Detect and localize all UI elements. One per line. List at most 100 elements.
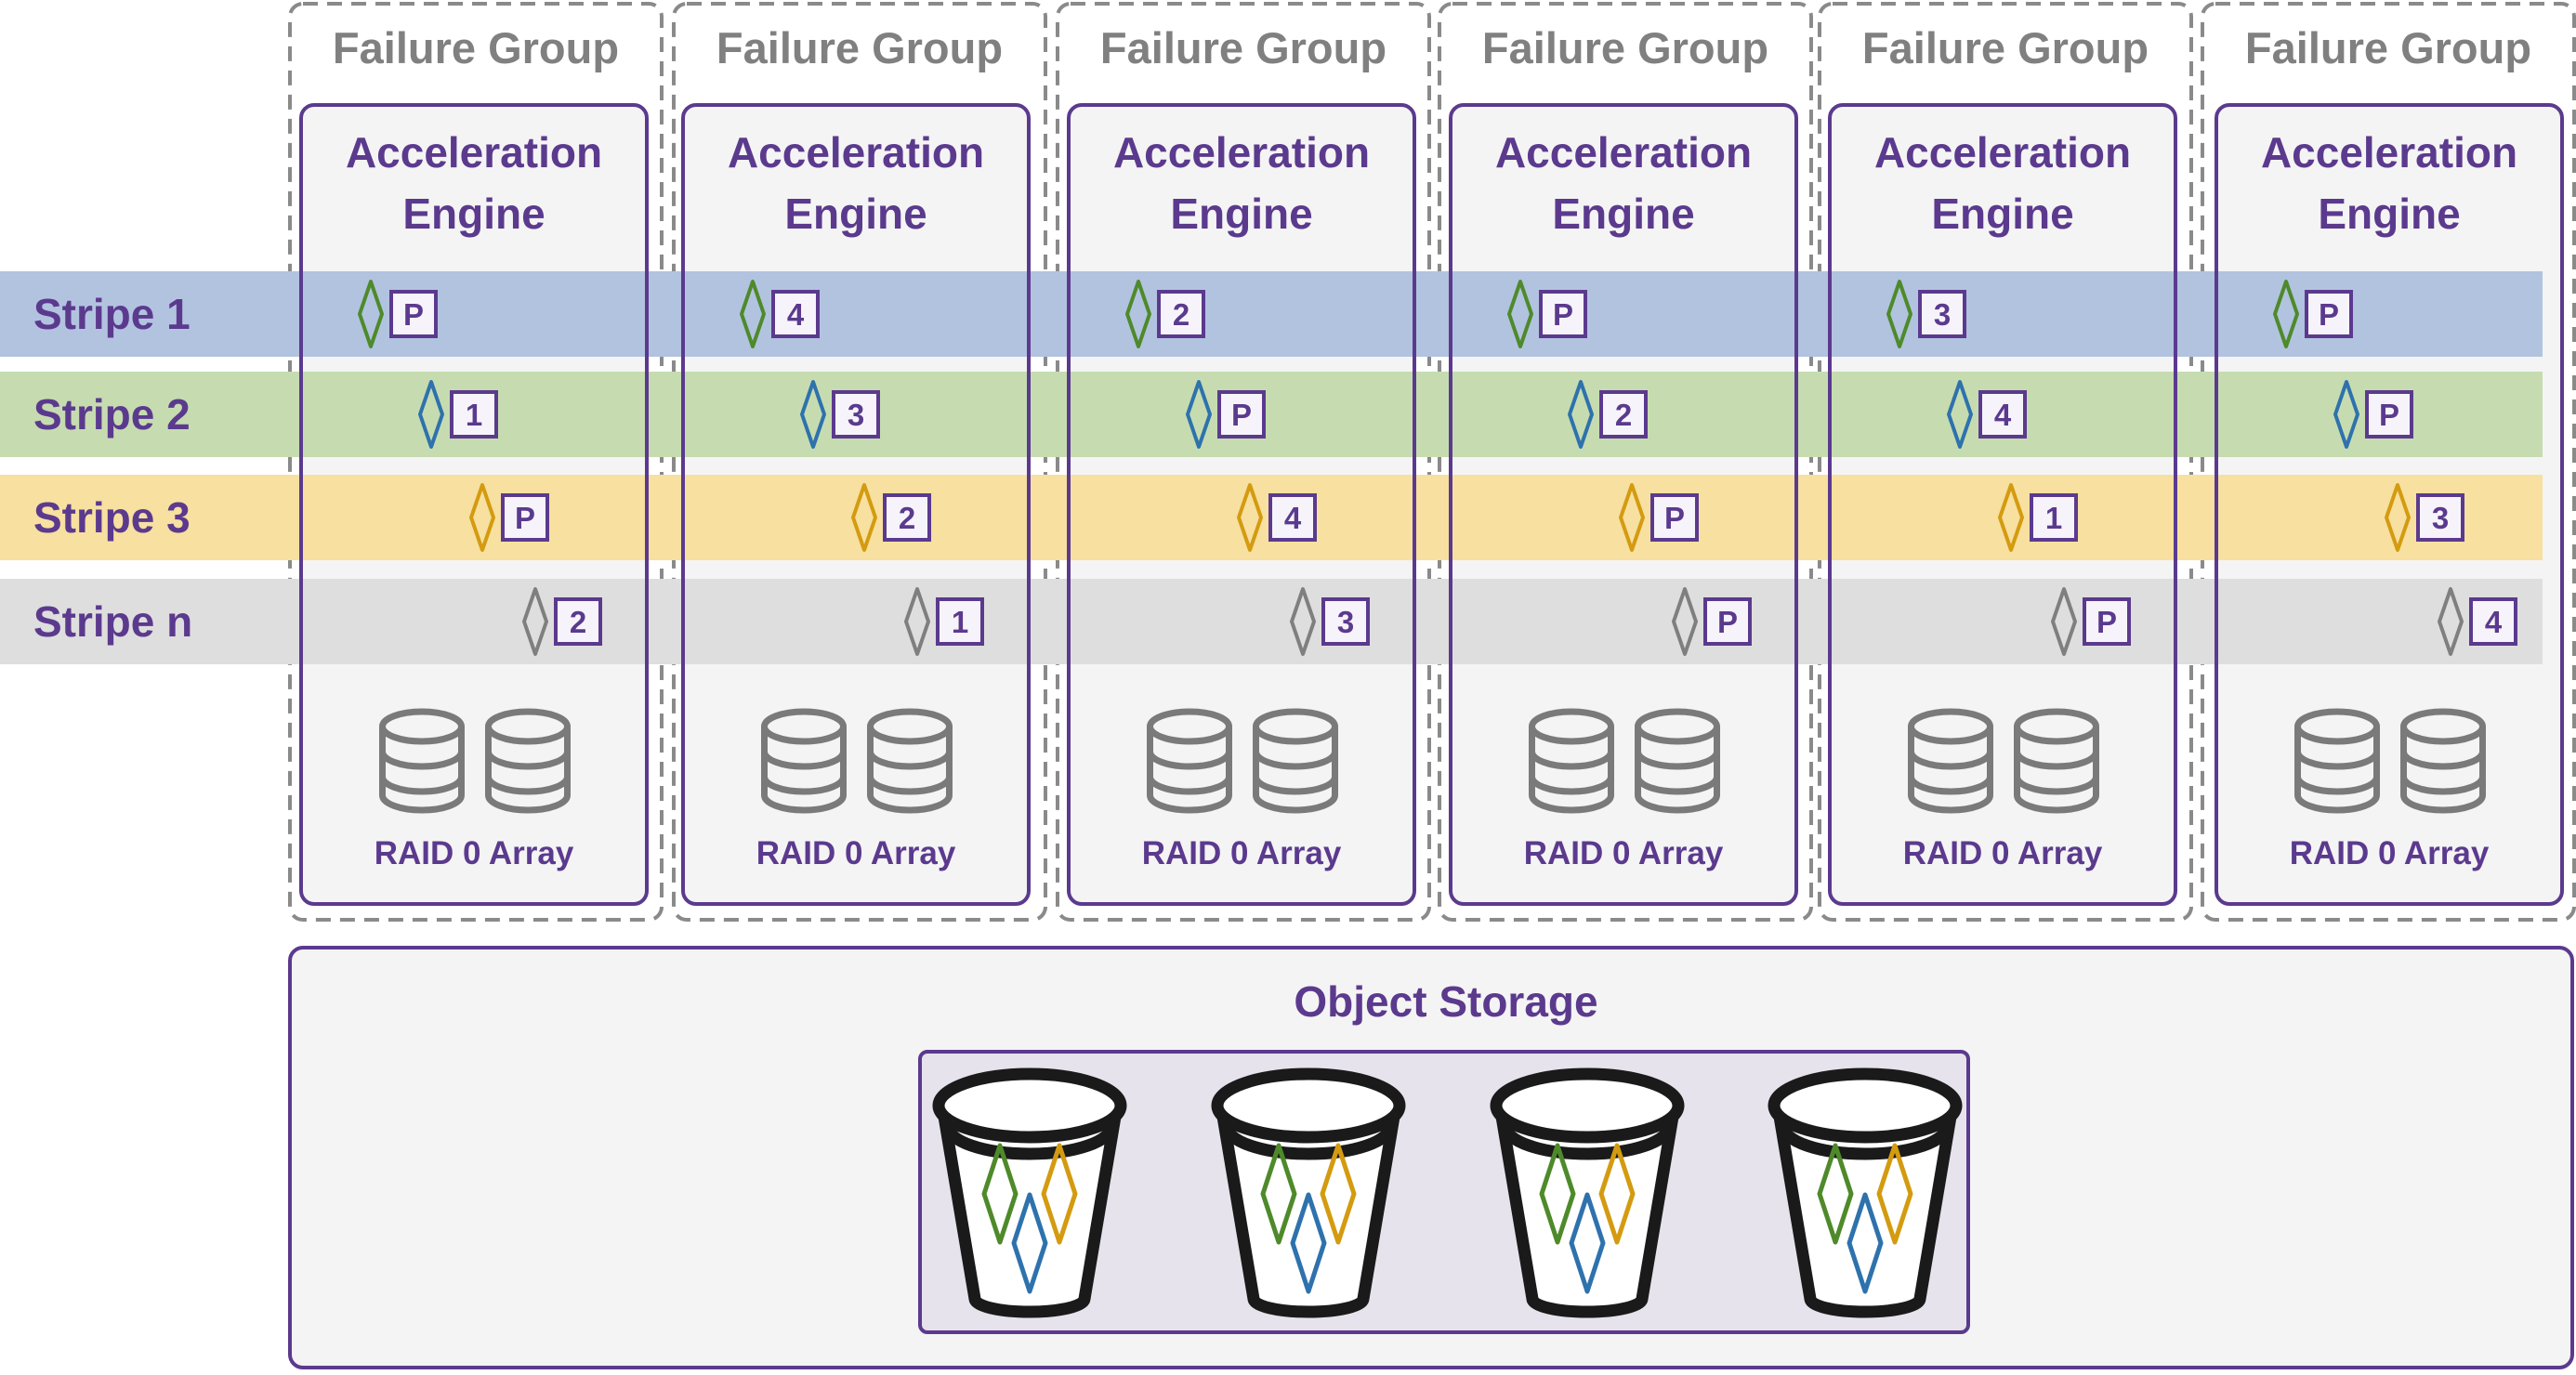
engine-label-line1: Acceleration — [1874, 128, 2131, 177]
disk-icon — [761, 708, 847, 814]
stripe-label: Stripe 2 — [33, 390, 191, 439]
bucket-icon — [1768, 1067, 1963, 1318]
stripe-chunk: P — [469, 483, 549, 552]
stripe-label: Stripe 1 — [33, 290, 191, 338]
bucket-container — [918, 1050, 1970, 1334]
stripe-chunk-diamond-icon — [2385, 483, 2411, 552]
stripe-chunk-diamond-icon — [800, 380, 826, 449]
chunk-box — [1539, 290, 1587, 338]
engine-label-line2: Engine — [402, 190, 545, 238]
disk-icon — [1635, 708, 1720, 814]
chunk-box — [389, 290, 438, 338]
stripe-chunk: P — [1507, 280, 1587, 348]
engine-label-line2: Engine — [2318, 190, 2460, 238]
stripe-chunk-diamond-icon — [1290, 587, 1316, 656]
stripe-chunk-diamond-icon — [1507, 280, 1533, 348]
stripe-chunk: 1 — [904, 587, 984, 656]
stripe-chunk-diamond-icon — [1947, 380, 1973, 449]
chunk-box — [1217, 390, 1266, 439]
failure-group-label: Failure Group — [2245, 23, 2531, 72]
stripe-chunk: P — [2051, 587, 2131, 656]
chunk-box — [832, 390, 880, 439]
acceleration-engine-border — [1828, 103, 2177, 906]
stripe-chunk-diamond-icon — [2273, 280, 2299, 348]
chunk-box — [2305, 290, 2353, 338]
stripe-chunk-diamond-icon — [1237, 483, 1263, 552]
disk-icon — [1147, 708, 1232, 814]
stripe-chunk: 3 — [1290, 587, 1370, 656]
failure-group-border — [2201, 2, 2576, 922]
stripe-chunk-diamond-icon — [1260, 1143, 1297, 1245]
stripe-chunk-diamond-icon — [740, 280, 766, 348]
chunk-label: 3 — [848, 398, 864, 432]
chunk-label: P — [1664, 501, 1685, 535]
stripe-chunk-diamond-icon — [1847, 1192, 1884, 1294]
raid-label: RAID 0 Array — [756, 835, 956, 871]
chunk-box — [771, 290, 820, 338]
stripe-chunk-diamond-icon — [1290, 1192, 1327, 1294]
object-storage-label: Object Storage — [1294, 977, 1597, 1026]
stripe-chunk: 3 — [1886, 280, 1966, 348]
stripe-chunk-diamond-icon — [1011, 1192, 1048, 1294]
chunk-box — [2469, 597, 2517, 646]
bucket-icon — [932, 1067, 1127, 1318]
stripe-chunk: 4 — [2438, 587, 2517, 656]
chunk-box — [936, 597, 984, 646]
chunk-box — [1321, 597, 1370, 646]
disk-icon — [379, 708, 465, 814]
stripe-chunk-diamond-icon — [1886, 280, 1912, 348]
acceleration-engine-border — [1067, 103, 1416, 906]
chunk-label: P — [403, 297, 424, 332]
stripe-chunk-diamond-icon — [981, 1143, 1019, 1245]
stripe-chunk-diamond-icon — [522, 587, 548, 656]
chunk-box — [554, 597, 602, 646]
stripe-chunk: 3 — [800, 380, 880, 449]
stripe-chunk: 2 — [1568, 380, 1648, 449]
chunk-label: P — [1231, 398, 1252, 432]
disk-icon — [1529, 708, 1614, 814]
stripe-chunk-diamond-icon — [1041, 1143, 1078, 1245]
engine-label-line1: Acceleration — [728, 128, 984, 177]
chunk-label: 4 — [2485, 605, 2503, 639]
chunk-box — [1703, 597, 1752, 646]
raid-label: RAID 0 Array — [2290, 835, 2490, 871]
chunk-label: 2 — [1615, 398, 1632, 432]
failure-group-border — [1438, 2, 1813, 922]
stripe-band — [0, 372, 2543, 457]
engine-label-line1: Acceleration — [1495, 128, 1752, 177]
chunk-label: P — [2319, 297, 2339, 332]
chunk-label: P — [1717, 605, 1738, 639]
engine-label-line2: Engine — [1552, 190, 1694, 238]
stripes-layer — [0, 103, 2564, 906]
object-storage-layer: Object Storage — [288, 946, 2574, 1369]
raid-label: RAID 0 Array — [1142, 835, 1342, 871]
acceleration-engine-border — [681, 103, 1031, 906]
stripe-chunk-diamond-icon — [904, 587, 930, 656]
stripe-band — [0, 579, 2543, 664]
stripe-label: Stripe n — [33, 597, 192, 646]
stripe-chunk-diamond-icon — [418, 380, 444, 449]
chunk-label: 1 — [952, 605, 968, 639]
failure-group-label: Failure Group — [716, 23, 1003, 72]
disk-icon — [1253, 708, 1338, 814]
stripe-chunk: 3 — [2385, 483, 2464, 552]
stripe-chunk: 4 — [740, 280, 820, 348]
chunk-label: 3 — [1934, 297, 1951, 332]
failure-group: Failure Group — [1818, 2, 2193, 922]
stripe-chunk-diamond-icon — [469, 483, 495, 552]
acceleration-engine-border — [1449, 103, 1798, 906]
engine-label-line1: Acceleration — [2261, 128, 2517, 177]
chunk-label: 3 — [2432, 501, 2449, 535]
stripe-chunk: P — [1672, 587, 1752, 656]
failure-group-label: Failure Group — [1100, 23, 1387, 72]
stripe-chunk-diamond-icon — [2438, 587, 2464, 656]
stripe-chunk-diamond-icon — [1998, 483, 2024, 552]
stripe-chunk-diamond-icon — [1672, 587, 1698, 656]
stripe-chunk: P — [1186, 380, 1266, 449]
engine-label-line1: Acceleration — [346, 128, 602, 177]
stripe-chunk-diamond-icon — [1598, 1143, 1636, 1245]
chunk-box — [1268, 493, 1317, 542]
failure-group-label: Failure Group — [1862, 23, 2149, 72]
acceleration-engine-border — [299, 103, 649, 906]
